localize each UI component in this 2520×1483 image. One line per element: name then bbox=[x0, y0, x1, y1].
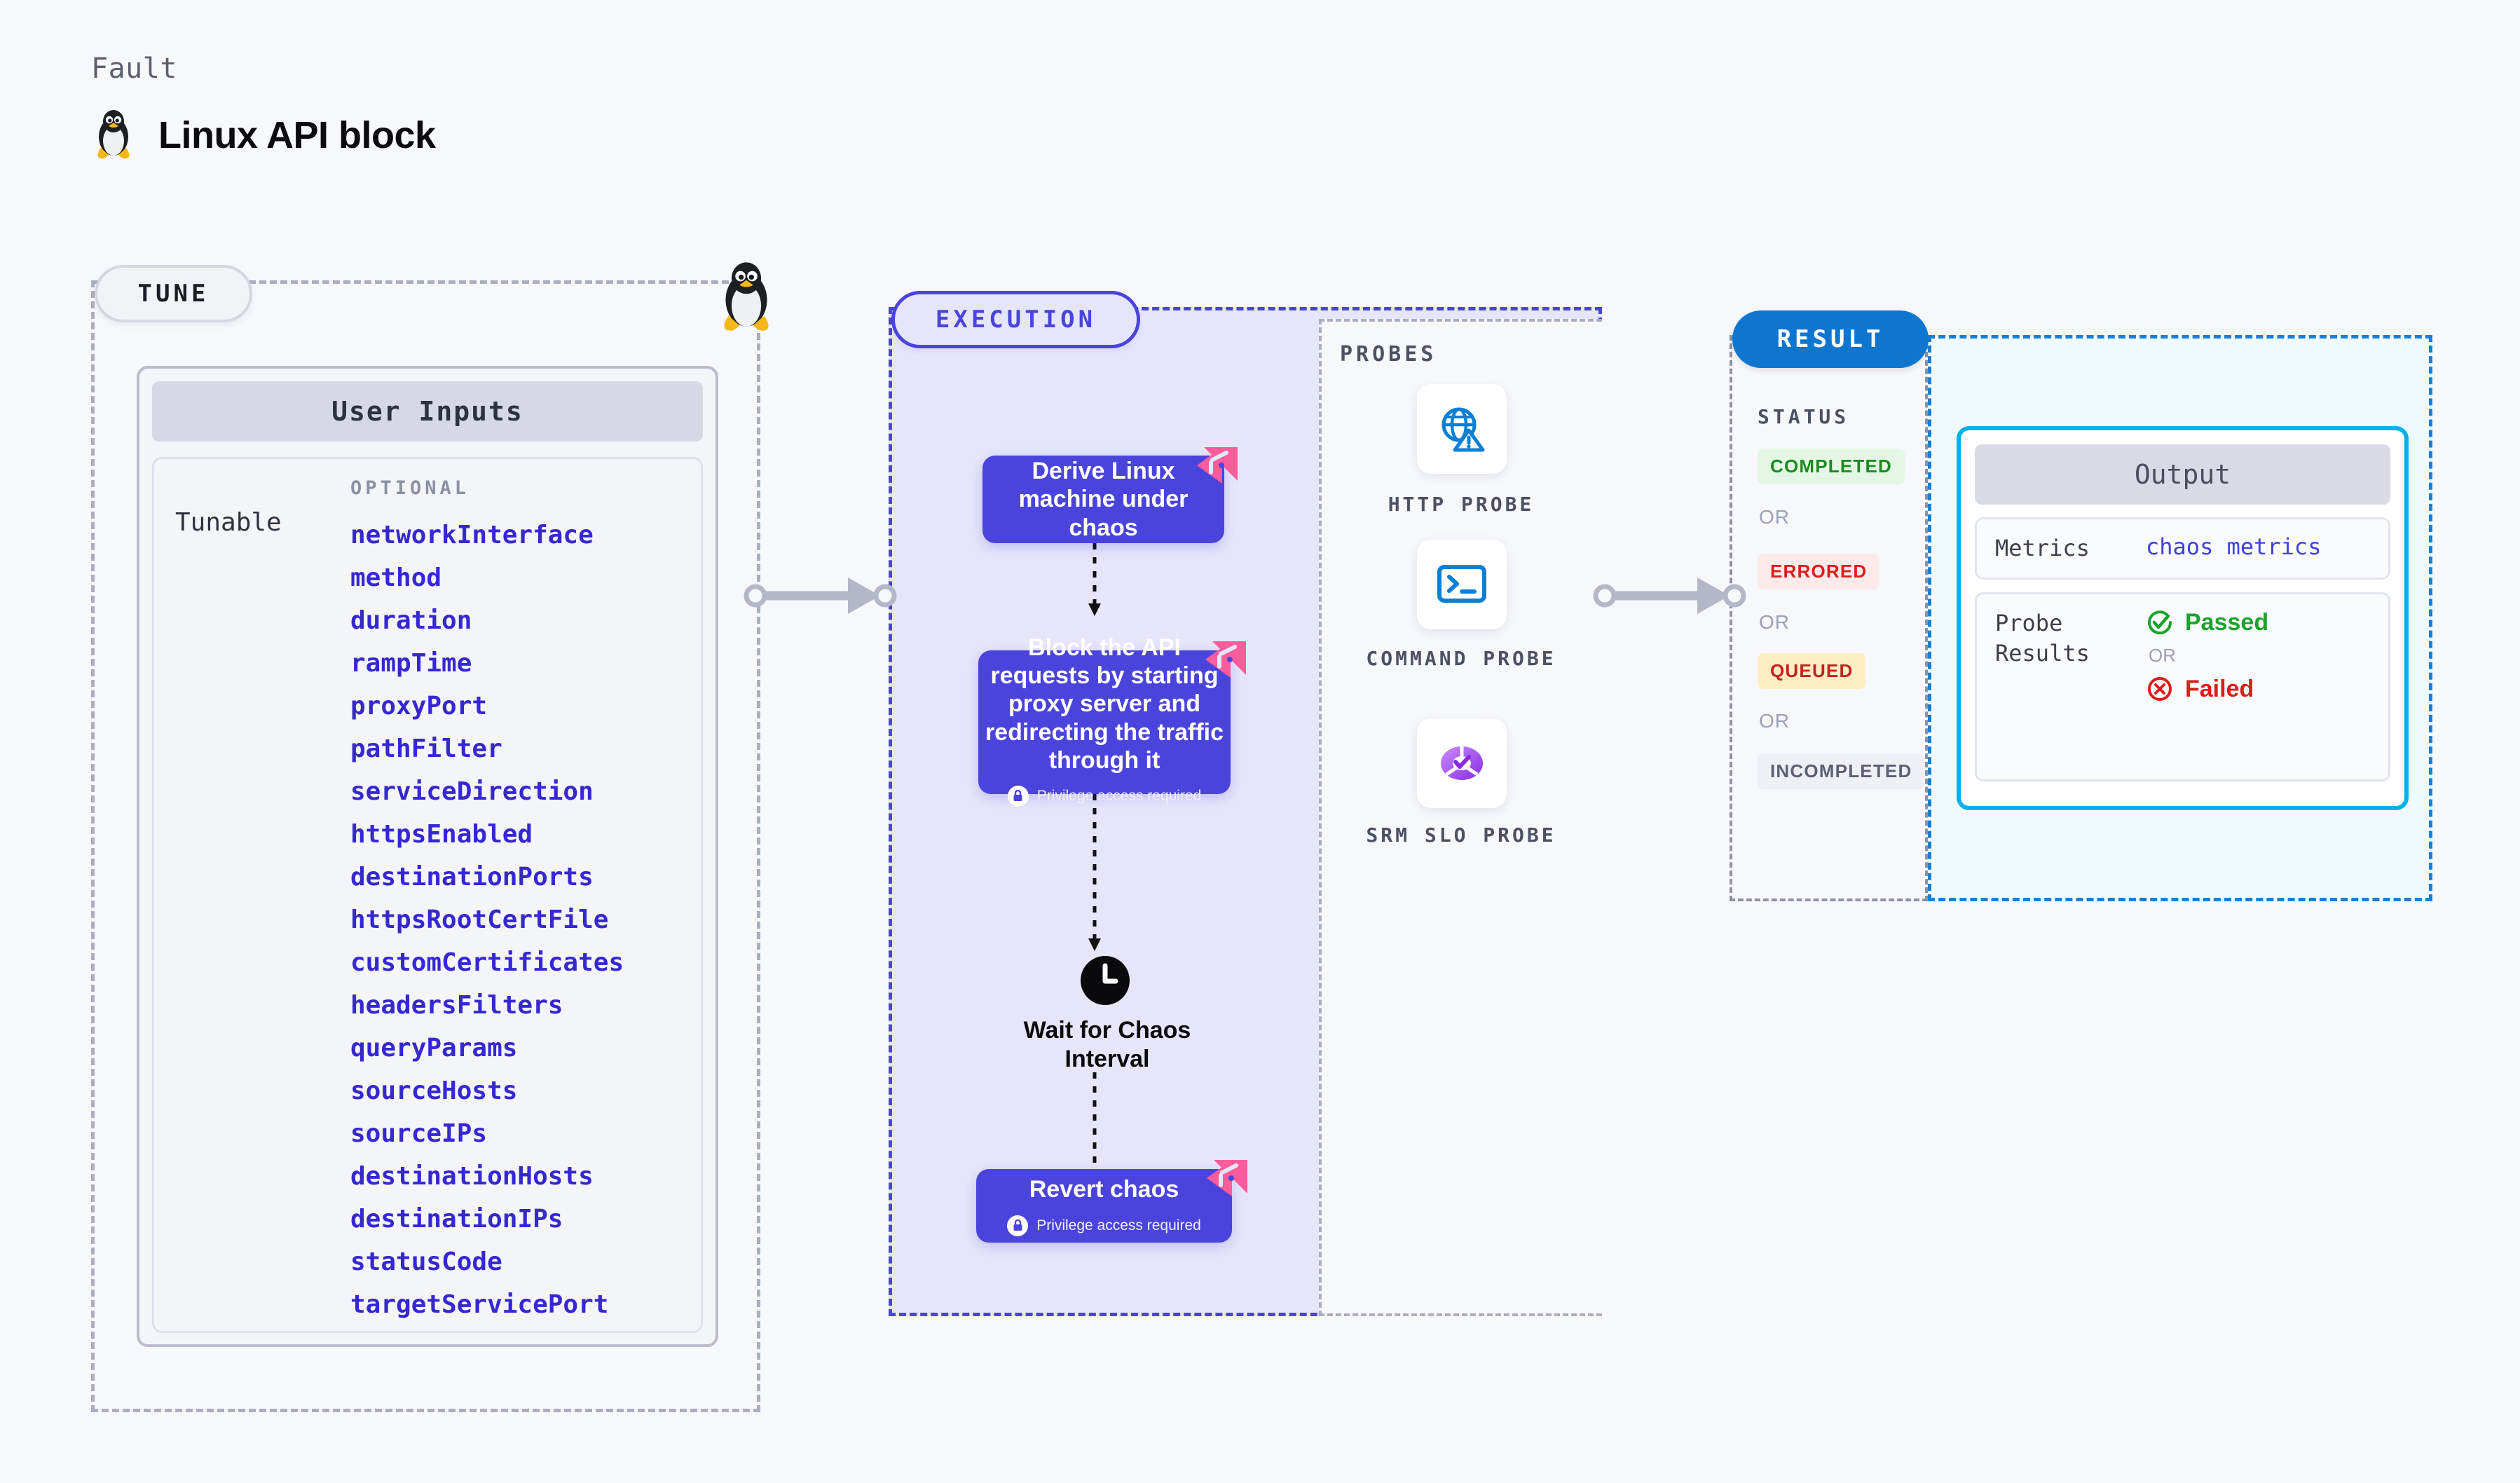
status-section-label: STATUS bbox=[1758, 405, 1850, 428]
tunable-param[interactable]: sourceIPs bbox=[350, 1119, 488, 1148]
tunable-param[interactable]: headersFilters bbox=[350, 991, 563, 1020]
tunable-param[interactable]: rampTime bbox=[350, 649, 472, 678]
probe-result-or: OR bbox=[2149, 645, 2176, 667]
page-title: Linux API block bbox=[158, 114, 436, 156]
connector-execution-to-result bbox=[1593, 578, 1746, 614]
privilege-note: Privilege access required bbox=[1036, 787, 1202, 804]
flow-arrow-1 bbox=[1088, 543, 1101, 616]
tunable-param[interactable]: method bbox=[350, 563, 442, 592]
tunable-param[interactable]: sourceHosts bbox=[350, 1077, 518, 1105]
output-card-header: Output bbox=[1975, 444, 2390, 505]
status-badge-queued: QUEUED bbox=[1758, 653, 1866, 689]
connector-tune-to-execution bbox=[744, 578, 897, 614]
tune-region-top-border bbox=[91, 280, 760, 284]
failed-label: Failed bbox=[2185, 675, 2254, 702]
execution-step-title: Derive Linux machine under chaos bbox=[1018, 458, 1189, 541]
tunable-param[interactable]: duration bbox=[350, 606, 472, 635]
tunable-param[interactable]: queryParams bbox=[350, 1034, 518, 1062]
output-row-metrics: Metrics chaos metrics bbox=[1975, 517, 2390, 580]
probe-result-failed: Failed bbox=[2146, 675, 2268, 703]
probe-results-key: Probe Results bbox=[1995, 610, 2090, 667]
execution-step-wait-label: Wait for Chaos Interval bbox=[1023, 1017, 1191, 1072]
linux-penguin-icon bbox=[724, 262, 769, 331]
optional-label: OPTIONAL bbox=[350, 477, 470, 499]
user-inputs-card: User Inputs Tunable OPTIONAL networkInte… bbox=[137, 366, 718, 1347]
privilege-badge: Privilege access required bbox=[1007, 1215, 1201, 1236]
privilege-badge: Privilege access required bbox=[1007, 785, 1202, 807]
donut-check-icon bbox=[1441, 746, 1483, 780]
tunable-param[interactable]: pathFilter bbox=[350, 734, 502, 763]
flow-arrow-2 bbox=[1088, 794, 1101, 951]
status-badge-incompleted: INCOMPLETED bbox=[1758, 753, 1925, 789]
tunable-param[interactable]: statusCode bbox=[350, 1248, 502, 1276]
status-badge-errored: ERRORED bbox=[1758, 554, 1880, 589]
fault-marker-icon bbox=[1207, 1160, 1247, 1196]
execution-step-block-api[interactable]: Block the API requests by starting proxy… bbox=[978, 634, 1231, 807]
probes-region bbox=[1319, 319, 1602, 1316]
probe-results-values: Passed OR Failed bbox=[2146, 608, 2268, 703]
lock-icon bbox=[1007, 1215, 1029, 1236]
status-or-2: OR bbox=[1759, 611, 1790, 633]
terminal-icon bbox=[1437, 565, 1486, 603]
fault-marker-icon bbox=[1205, 641, 1246, 678]
probe-result-passed: Passed bbox=[2146, 608, 2268, 636]
execution-step-revert-chaos[interactable]: Revert chaos Privilege access required bbox=[976, 1169, 1232, 1243]
probe-card-command[interactable] bbox=[1417, 540, 1507, 629]
tunable-param[interactable]: destinationIPs bbox=[350, 1205, 563, 1233]
probe-label-srm-slo: SRM SLO PROBE bbox=[1366, 823, 1556, 847]
globe-warning-icon bbox=[1442, 407, 1485, 452]
probe-label-command: COMMAND PROBE bbox=[1366, 647, 1556, 670]
output-card: Output Metrics chaos metrics Probe Resul… bbox=[1957, 426, 2409, 810]
passed-label: Passed bbox=[2185, 608, 2269, 636]
probe-label-http: HTTP PROBE bbox=[1388, 493, 1535, 516]
tunable-param-list: networkInterface method duration rampTime pr… bbox=[350, 523, 680, 1318]
execution-step-title: Revert chaos bbox=[1029, 1176, 1179, 1203]
fault-kicker-label: Fault bbox=[91, 53, 177, 85]
tunable-section: Tunable OPTIONAL networkInterface method d… bbox=[152, 457, 703, 1333]
tune-pill[interactable]: TUNE bbox=[95, 265, 252, 322]
metrics-key: Metrics bbox=[1995, 535, 2090, 561]
status-badge-completed: COMPLETED bbox=[1758, 449, 1905, 484]
lock-icon bbox=[1007, 785, 1029, 807]
tunable-param[interactable]: httpsRootCertFile bbox=[350, 905, 609, 934]
tunable-param[interactable]: customCertificates bbox=[350, 948, 624, 977]
user-inputs-header: User Inputs bbox=[152, 381, 703, 442]
tunable-param[interactable]: httpsEnabled bbox=[350, 820, 533, 849]
probe-card-http[interactable] bbox=[1417, 384, 1507, 474]
privilege-note: Privilege access required bbox=[1036, 1217, 1201, 1233]
page-title-row: Linux API block bbox=[91, 109, 436, 162]
execution-pill[interactable]: EXECUTION bbox=[891, 291, 1140, 348]
metrics-value[interactable]: chaos metrics bbox=[2146, 533, 2322, 560]
linux-penguin-icon bbox=[97, 110, 130, 159]
status-or-1: OR bbox=[1759, 506, 1790, 528]
result-pill[interactable]: RESULT bbox=[1732, 310, 1929, 368]
clock-icon bbox=[1081, 956, 1130, 1005]
x-circle-icon bbox=[2148, 677, 2172, 702]
result-status-region bbox=[1730, 335, 1928, 901]
tunable-param[interactable]: serviceDirection bbox=[350, 777, 594, 806]
tunable-param[interactable]: networkInterface bbox=[350, 521, 594, 549]
tune-region bbox=[91, 280, 760, 1412]
check-circle-icon bbox=[2148, 610, 2172, 635]
tunable-param[interactable]: destinationHosts bbox=[350, 1162, 594, 1191]
tunable-param[interactable]: destinationPorts bbox=[350, 863, 594, 891]
execution-step-title: Block the API requests by starting proxy… bbox=[985, 634, 1224, 774]
fault-marker-icon bbox=[1197, 447, 1238, 484]
tunable-param[interactable]: proxyPort bbox=[350, 692, 488, 720]
probes-section-label: PROBES bbox=[1340, 342, 1437, 367]
execution-step-derive-machine[interactable]: Derive Linux machine under chaos bbox=[982, 456, 1224, 543]
tunable-param[interactable]: targetServicePort bbox=[350, 1290, 609, 1319]
probe-card-srm-slo[interactable] bbox=[1417, 718, 1507, 808]
output-row-probe-results: Probe Results Passed OR Failed bbox=[1975, 592, 2390, 782]
tunable-label: Tunable bbox=[175, 508, 282, 537]
status-or-3: OR bbox=[1759, 710, 1790, 732]
